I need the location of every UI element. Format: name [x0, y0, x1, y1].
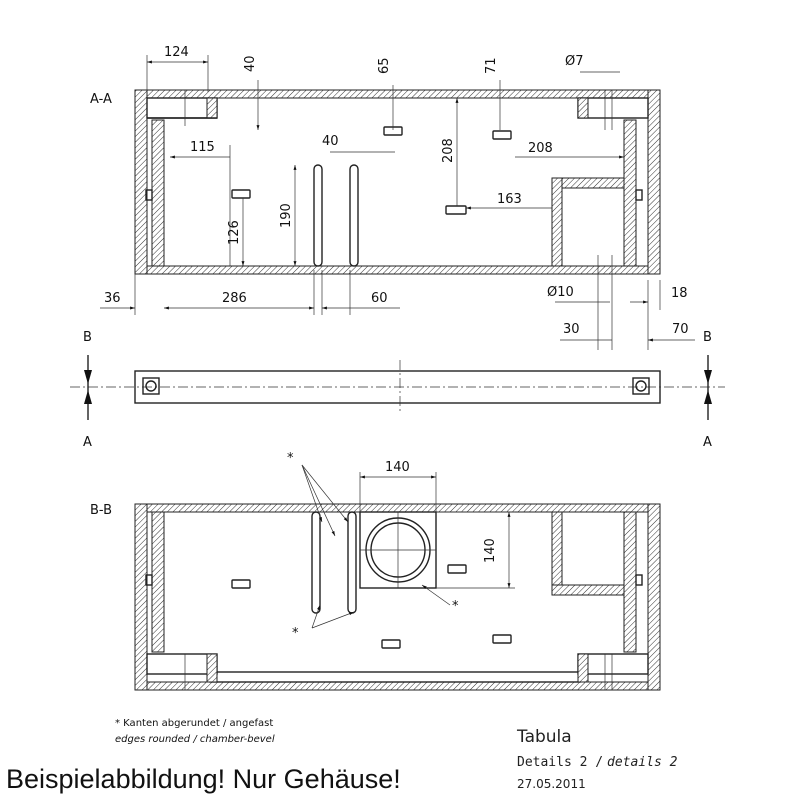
dim-163: 163 — [497, 192, 522, 207]
title-block-date: 27.05.2011 — [517, 777, 586, 791]
section-marker-a-left: A — [83, 435, 92, 450]
section-aa-view — [134, 89, 661, 280]
dim-18: 18 — [671, 286, 688, 301]
dim-208-horizontal: 208 — [528, 141, 553, 156]
dim-115: 115 — [190, 140, 215, 155]
top-view-strip: B B A A — [70, 330, 725, 450]
section-marker-a-right: A — [703, 435, 712, 450]
dim-208-vertical: 208 — [441, 138, 456, 163]
section-bb-dimension-texts: * 140 140 * * — [287, 451, 498, 641]
section-bb-view: B-B — [90, 503, 661, 691]
dim-70: 70 — [672, 322, 689, 337]
dim-140-vertical: 140 — [483, 538, 498, 563]
chamfer-star-bottom: * — [292, 626, 299, 641]
dim-30: 30 — [563, 322, 580, 337]
dim-60: 60 — [371, 291, 388, 306]
note-line-de: * Kanten abgerundet / angefast — [115, 718, 273, 729]
dim-65: 65 — [377, 57, 392, 74]
chamfer-star-top: * — [287, 451, 294, 466]
dim-diameter-10: Ø10 — [547, 285, 574, 300]
title-block-title: Tabula — [516, 727, 572, 747]
dim-40-mid: 40 — [322, 134, 339, 149]
dim-124: 124 — [164, 45, 189, 60]
dim-126: 126 — [227, 220, 242, 245]
section-bb-dimensions — [301, 464, 515, 629]
section-marker-b-left: B — [83, 330, 92, 345]
section-aa-dimensions — [100, 55, 695, 350]
dim-286: 286 — [222, 291, 247, 306]
dim-40-top: 40 — [243, 55, 258, 72]
dim-140-horizontal: 140 — [385, 460, 410, 475]
title-block: Tabula Details 2 / details 2 27.05.2011 — [516, 727, 678, 791]
section-label-aa: A-A — [90, 92, 112, 107]
section-marker-b-right: B — [703, 330, 712, 345]
dim-71: 71 — [484, 57, 499, 74]
note-line-en: edges rounded / chamber-bevel — [115, 734, 275, 745]
section-aa-dimension-texts: A-A 124 40 65 71 Ø7 115 40 208 208 190 1… — [90, 45, 689, 337]
notes: * Kanten abgerundet / angefast edges rou… — [115, 718, 275, 745]
chamfer-star-right: * — [452, 599, 459, 614]
dim-190: 190 — [279, 203, 294, 228]
title-block-details-italic: details 2 — [607, 755, 678, 770]
watermark-text: Beispielabbildung! Nur Gehäuse! — [6, 764, 401, 794]
dim-diameter-7: Ø7 — [565, 54, 584, 69]
title-block-details: Details 2 / — [517, 755, 603, 770]
section-label-bb: B-B — [90, 503, 112, 518]
dim-36: 36 — [104, 291, 121, 306]
